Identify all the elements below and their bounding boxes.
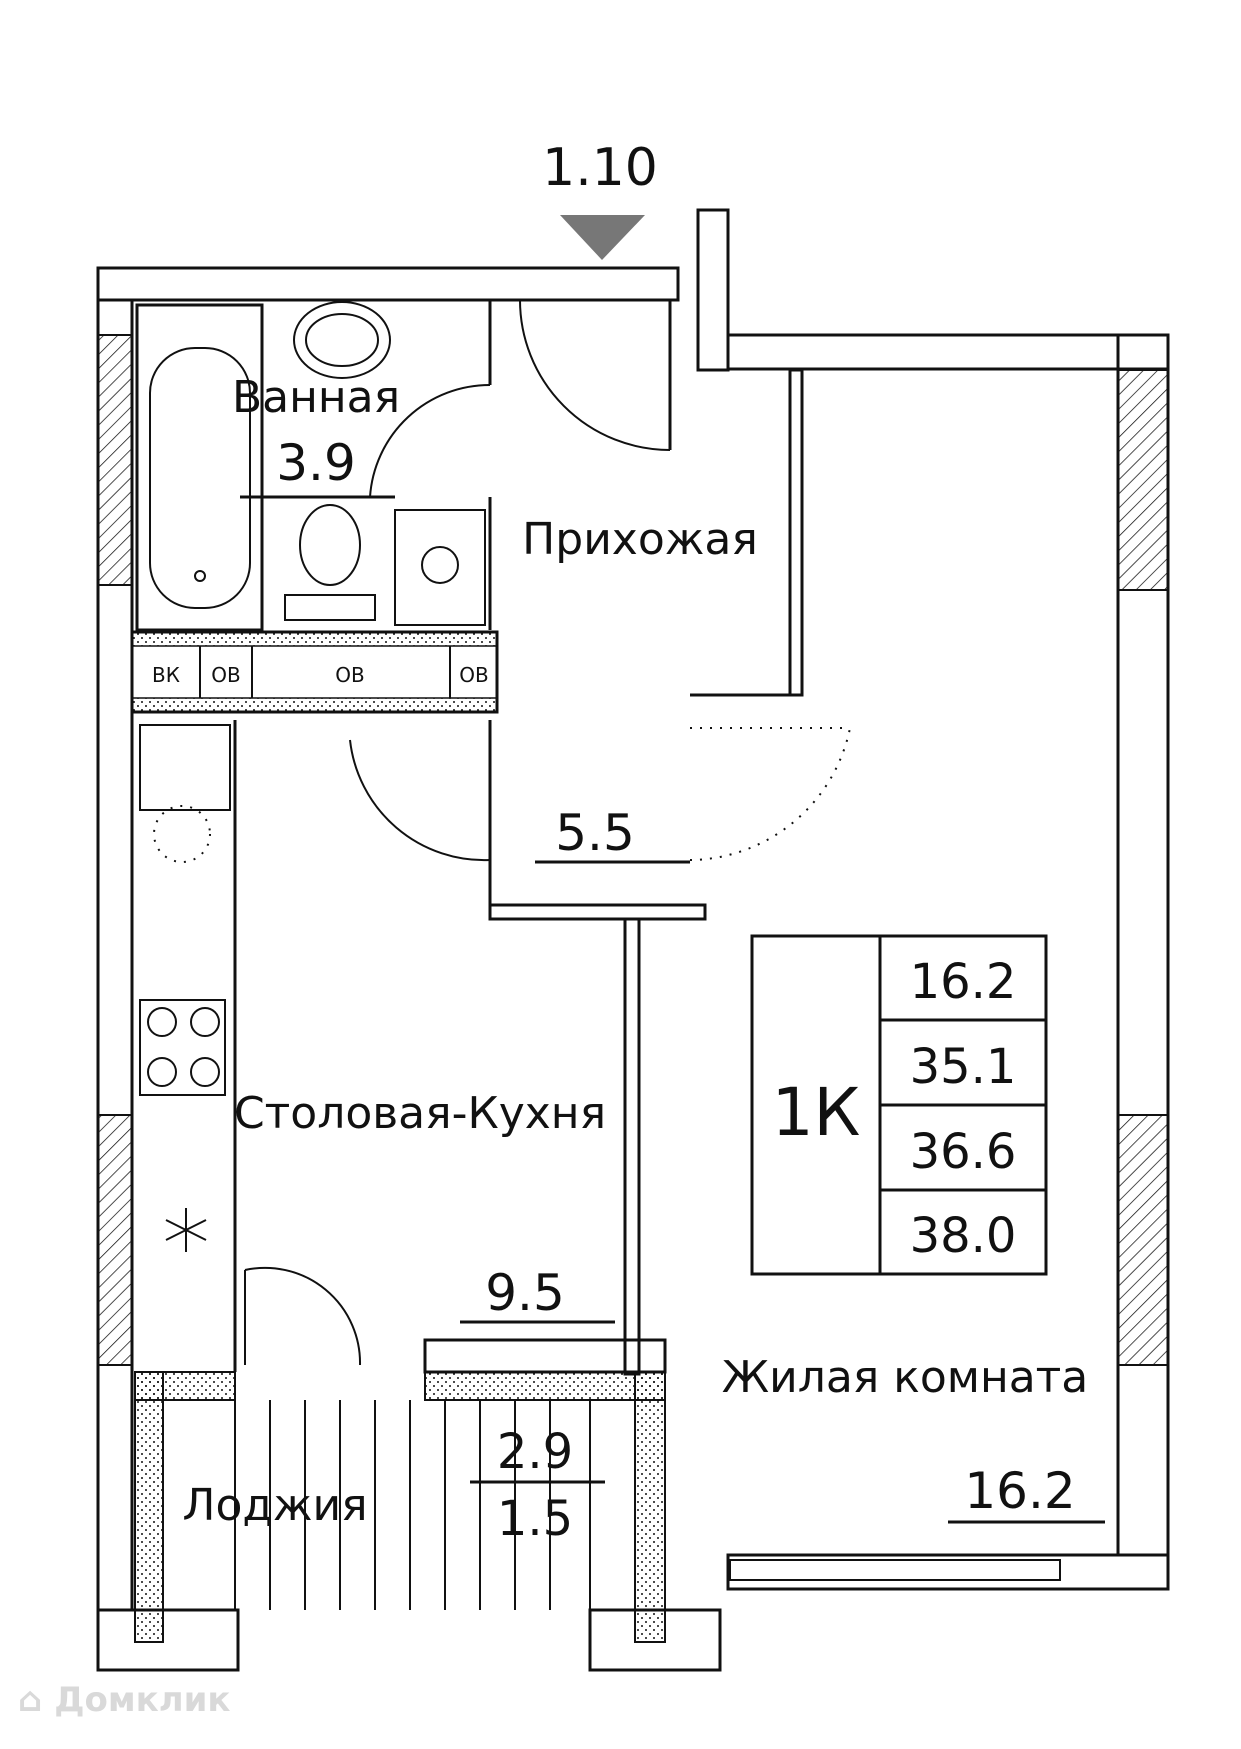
washing-machine-icon [394, 509, 486, 626]
bathroom-fixtures [135, 300, 492, 632]
apartment-type: 1К [772, 1074, 861, 1151]
sink-icon [293, 301, 391, 379]
shaft-ov-label-3: ОВ [459, 663, 488, 687]
kitchen-name: Столовая-Кухня [234, 1088, 606, 1139]
living-room-area: 16.2 [964, 1462, 1075, 1520]
kitchen-area: 9.5 [485, 1264, 565, 1322]
living-room-name: Жилая комната [722, 1352, 1089, 1403]
summary-value-3: 36.6 [910, 1124, 1017, 1180]
window-icon [729, 1559, 1061, 1581]
toilet-icon [299, 504, 361, 586]
summary-table [750, 934, 1048, 1276]
partitions [349, 299, 1061, 1581]
kitchen-fixtures [139, 720, 362, 1372]
watermark-text: Домклик [54, 1680, 231, 1720]
entrance-arrow-icon [560, 215, 645, 260]
bathroom-area: 3.9 [276, 434, 356, 492]
bathroom-name: Ванная [232, 372, 400, 423]
watermark: ⌂ Домклик [18, 1680, 231, 1720]
loggia-name: Лоджия [182, 1480, 367, 1531]
summary-value-4: 38.0 [910, 1208, 1017, 1264]
hallway-area: 5.5 [555, 804, 635, 862]
shaft-ov-label-2: ОВ [335, 663, 364, 687]
bathtub-icon [149, 347, 251, 609]
hallway-name: Прихожая [522, 514, 758, 565]
loggia-area-reduced: 1.5 [497, 1491, 573, 1547]
utility-shafts [130, 630, 499, 714]
summary-value-2: 35.1 [910, 1039, 1017, 1095]
loggia-area-full: 2.9 [497, 1424, 573, 1480]
summary-value-1: 16.2 [910, 954, 1017, 1010]
entrance-marker-label: 1.10 [542, 138, 658, 198]
outer-walls [96, 208, 1170, 1672]
stove-icon [139, 999, 226, 1096]
shaft-vk-label: ВК [152, 663, 180, 687]
kitchen-sink-icon [139, 724, 231, 811]
shaft-ov-label-1: ОВ [211, 663, 240, 687]
